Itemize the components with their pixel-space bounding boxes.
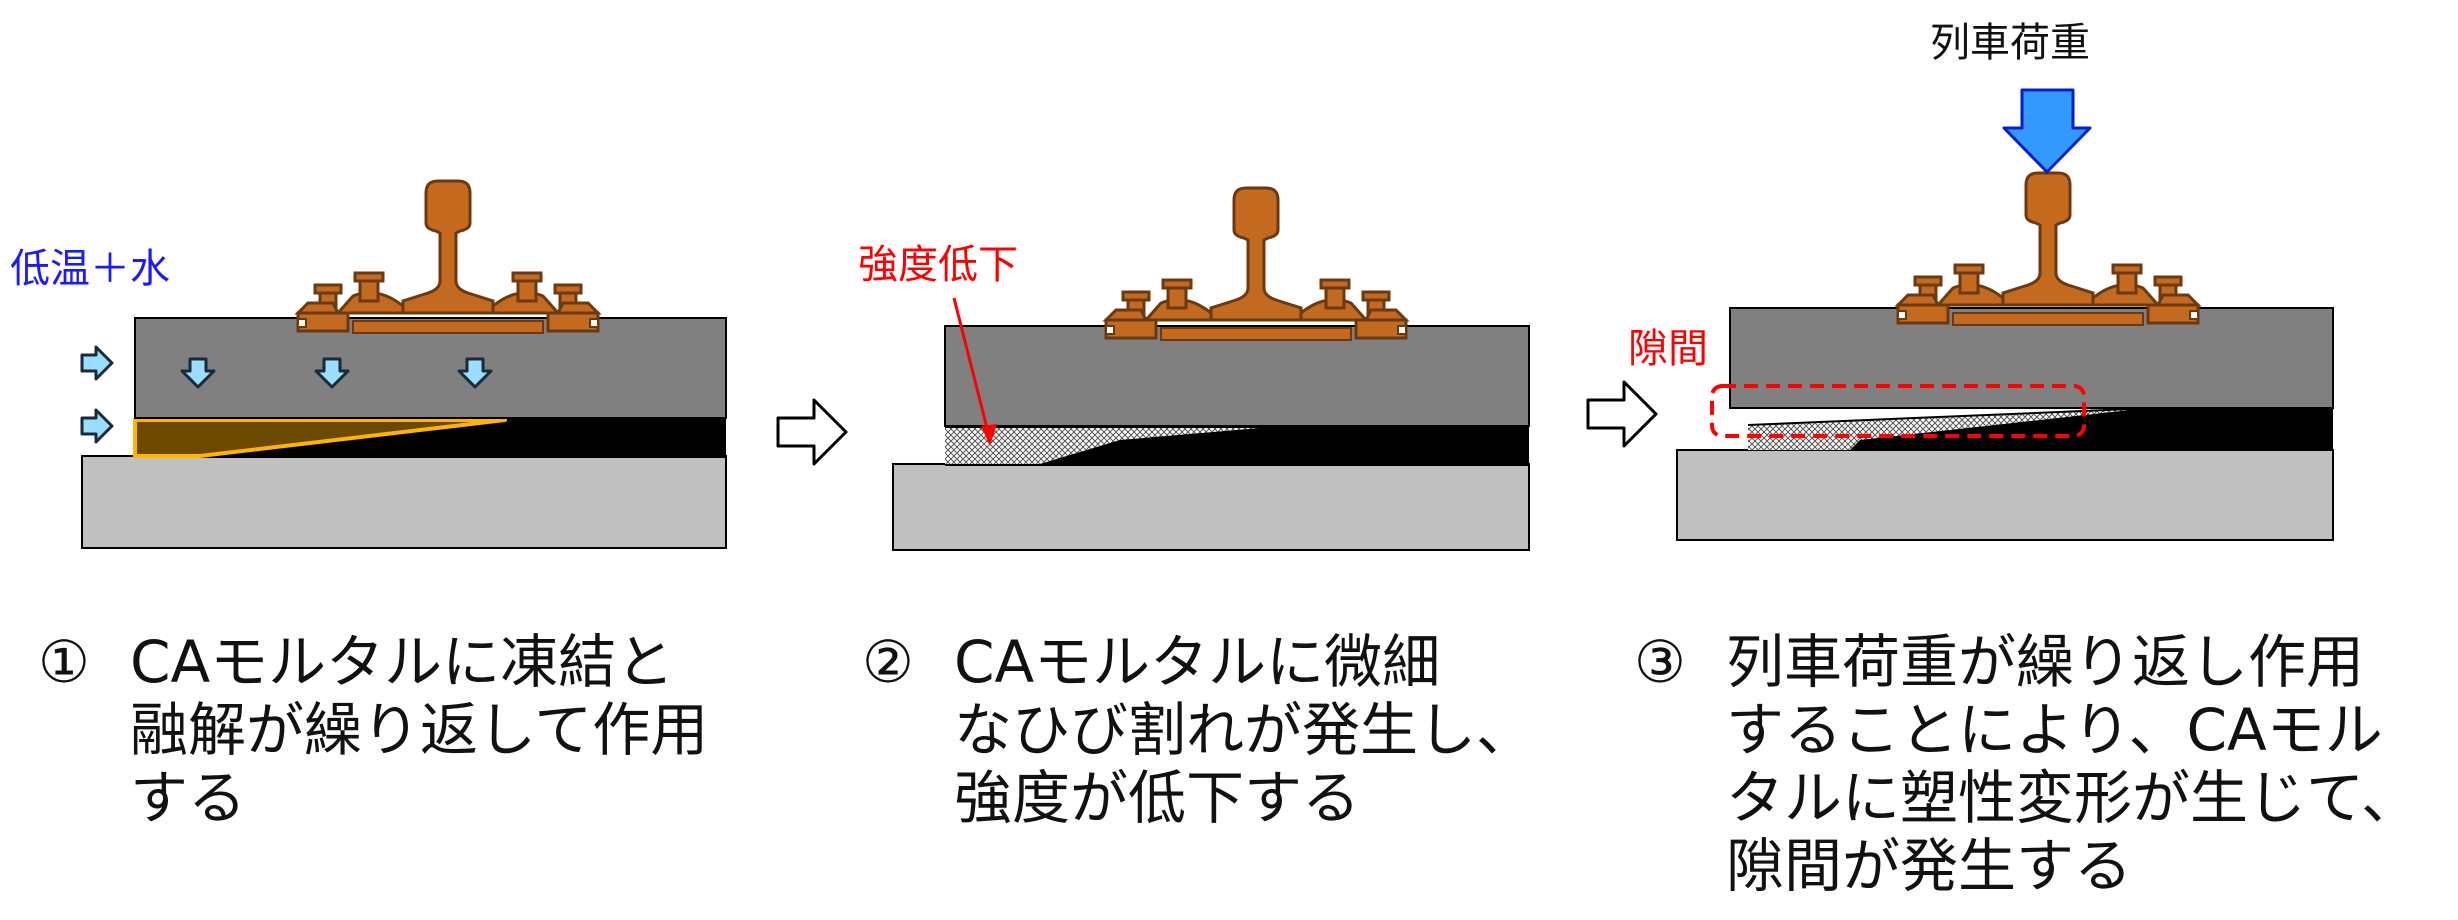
pointer-line <box>952 297 992 441</box>
process-arrow-icon <box>776 398 848 466</box>
cracked-zone <box>945 428 1260 464</box>
rail-fastening-icon <box>1896 171 2200 327</box>
track-structure-diagram: 低温＋水 強度低下 列車荷重 隙間 <box>10 20 2334 551</box>
panel-1: 低温＋水 <box>10 179 727 549</box>
rail-fastening-icon <box>296 179 600 335</box>
gap-white <box>1730 408 2130 424</box>
caption-line: 強度が低下する <box>954 764 1361 832</box>
gap-label: 隙間 <box>1628 326 1708 372</box>
caption-line: CAモルタルに凍結と <box>130 628 675 696</box>
panel-3: 列車荷重 隙間 <box>1628 20 2334 541</box>
caption-line: することにより、CAモル <box>1726 696 2383 764</box>
rail-fastening-icon <box>1104 186 1408 342</box>
gap-highlight-box <box>1710 384 2086 438</box>
caption-1: ① CAモルタルに凍結と 融解が繰り返して作用 する <box>38 628 708 832</box>
right-arrow-icon <box>80 408 114 444</box>
base-concrete <box>1676 449 2334 541</box>
train-load-arrow-icon <box>2002 88 2092 174</box>
right-arrow-icon <box>80 345 114 381</box>
caption-line: する <box>130 764 247 832</box>
caption-line: タルに塑性変形が生じて、 <box>1726 764 2420 832</box>
step-number: ① <box>38 628 90 696</box>
process-arrow-icon <box>1586 380 1658 448</box>
step-number: ② <box>862 628 914 696</box>
caption-line: CAモルタルに微細 <box>954 628 1441 696</box>
caption-2: ② CAモルタルに微細 なひび割れが発生し、 強度が低下する <box>862 628 1534 832</box>
track-slab <box>944 325 1530 427</box>
ca-mortar-layer <box>1748 408 2333 450</box>
step-number: ③ <box>1634 628 1686 696</box>
caption-3: ③ 列車荷重が繰り返し作用 することにより、CAモル タルに塑性変形が生じて、 … <box>1634 628 2419 900</box>
base-concrete <box>81 455 727 549</box>
deformed-zone <box>1748 410 2130 450</box>
caption-line: 隙間が発生する <box>1726 832 2133 900</box>
track-slab <box>134 317 727 419</box>
panel-2: 強度低下 <box>858 186 1530 551</box>
caption-line: 列車荷重が繰り返し作用 <box>1726 628 2365 696</box>
train-load-label: 列車荷重 <box>1930 20 2090 66</box>
caption-line: なひび割れが発生し、 <box>954 696 1535 764</box>
strength-drop-label: 強度低下 <box>858 242 1018 288</box>
frost-zone <box>133 418 507 458</box>
cold-water-label: 低温＋水 <box>10 246 170 292</box>
caption-line: 融解が繰り返して作用 <box>130 696 709 764</box>
base-concrete <box>892 463 1530 551</box>
